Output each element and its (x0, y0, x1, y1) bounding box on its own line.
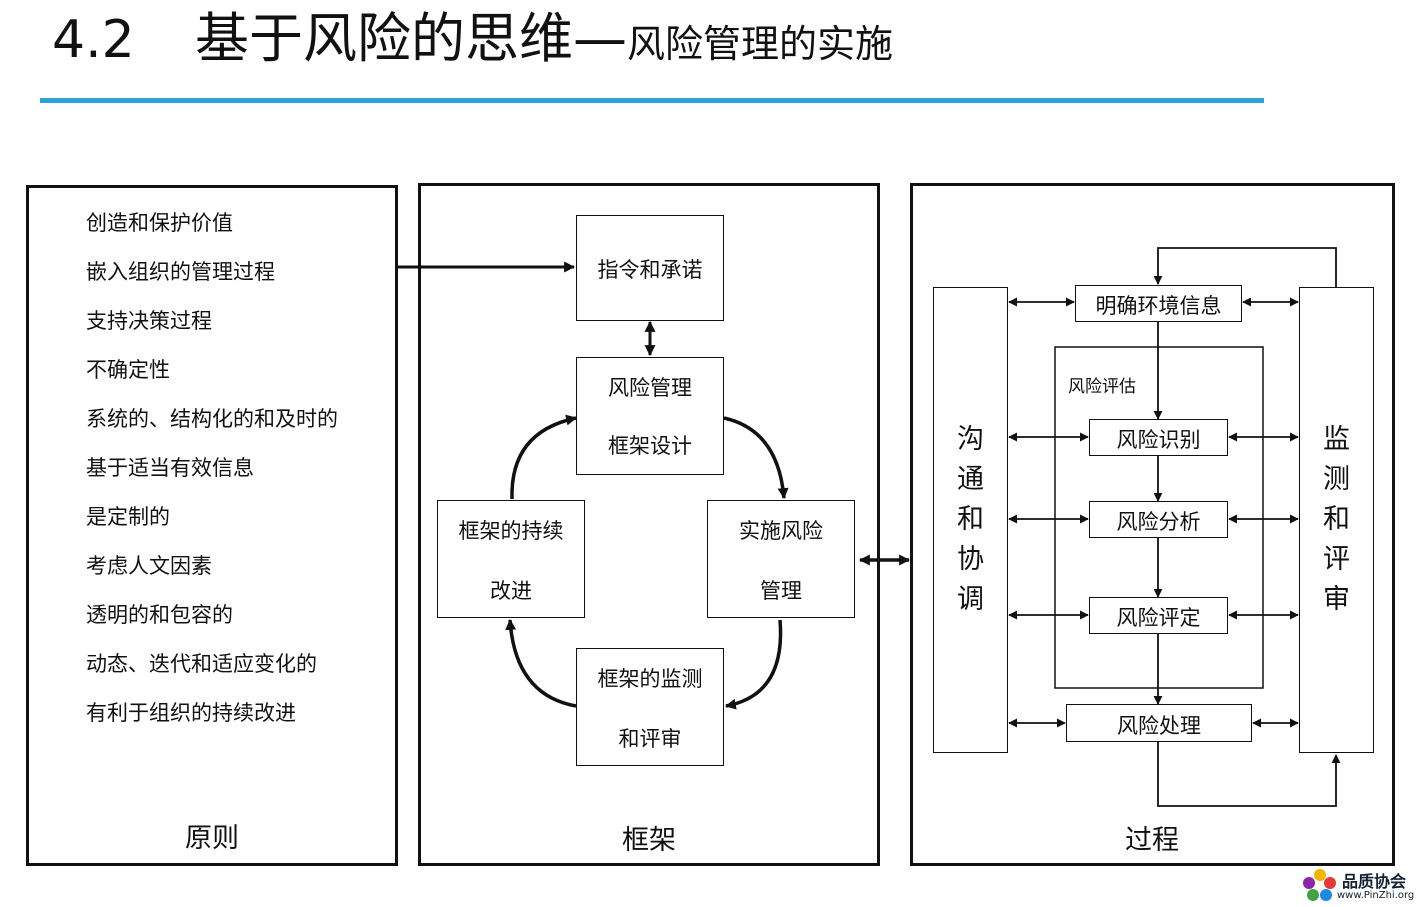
arrow-treat-to-monitor (1157, 742, 1341, 807)
evaluate-box: 风险评定 (1089, 597, 1228, 634)
command-text: 指令和承诺 (597, 258, 703, 282)
design-text-line1: 风险管理 (608, 376, 692, 400)
implement-box: 实施风险 管理 (707, 500, 855, 618)
arrow-improve-to-design (510, 414, 578, 500)
principle-item: 不确定性 (86, 358, 170, 382)
context-text: 明确环境信息 (1095, 294, 1222, 318)
principles-list: 创造和保护价值 嵌入组织的管理过程 支持决策过程 不确定性 系统的、结构化的和及… (86, 204, 338, 743)
principle-item: 有利于组织的持续改进 (86, 701, 296, 725)
arrow-implement-to-monitor (724, 619, 783, 710)
principles-label: 原则 (185, 823, 239, 854)
framework-label: 框架 (622, 825, 676, 856)
principle-item: 考虑人文因素 (86, 554, 212, 578)
arrow-monitor-to-context (1153, 247, 1337, 288)
title-underline (40, 98, 1264, 103)
monitor-review-box: 框架的监测 和评审 (576, 648, 724, 766)
arrow-design-to-implement (723, 416, 789, 500)
principle-item: 动态、迭代和适应变化的 (86, 652, 317, 676)
communicate-consult-box: 沟 通 和 协 调 (933, 287, 1008, 753)
monitor-review-text-line2: 和评审 (618, 727, 682, 751)
evaluate-text: 风险评定 (1116, 606, 1201, 630)
principles-panel (26, 185, 398, 866)
process-label: 过程 (1125, 825, 1179, 856)
flower-logo-icon (1303, 869, 1336, 901)
command-box: 指令和承诺 (576, 215, 724, 321)
principle-item: 透明的和包容的 (86, 603, 233, 627)
slide-title: 4.2 基于风险的思维—风险管理的实施 (0, 0, 1425, 110)
pinzhi-logo: 品质协会 www.PinZhi.org (1300, 866, 1420, 904)
title-dash: — (573, 7, 627, 70)
improve-text-line2: 改进 (490, 579, 532, 603)
arrow-monitor-to-improve (505, 618, 577, 708)
identify-text: 风险识别 (1116, 428, 1201, 452)
framework-panel (418, 183, 880, 866)
context-box: 明确环境信息 (1075, 285, 1242, 322)
identify-box: 风险识别 (1089, 419, 1228, 456)
principle-item: 嵌入组织的管理过程 (86, 260, 275, 284)
treat-box: 风险处理 (1066, 704, 1252, 742)
principle-item: 基于适当有效信息 (86, 456, 254, 480)
principle-item: 支持决策过程 (86, 309, 212, 333)
process-panel (910, 183, 1395, 866)
assessment-label: 风险评估 (1068, 377, 1136, 397)
title-text: 基于风险的思维—风险管理的实施 (195, 6, 893, 77)
design-text-line2: 框架设计 (608, 434, 692, 458)
principle-item: 是定制的 (86, 505, 170, 529)
treat-text: 风险处理 (1117, 714, 1201, 738)
improve-text-line1: 框架的持续 (458, 519, 564, 543)
monitor-review-process-box: 监 测 和 评 审 (1299, 287, 1374, 753)
analyze-text: 风险分析 (1116, 510, 1201, 534)
logo-url: www.PinZhi.org (1337, 890, 1415, 901)
communicate-consult-text: 沟 通 和 协 调 (957, 424, 984, 615)
title-main: 基于风险的思维 (195, 7, 573, 70)
principle-item: 创造和保护价值 (86, 211, 233, 235)
monitor-review-process-text: 监 测 和 评 审 (1323, 424, 1350, 615)
implement-text-line2: 管理 (760, 579, 802, 603)
section-number: 4.2 (52, 10, 135, 70)
title-sub: 风险管理的实施 (627, 22, 894, 66)
principle-item: 系统的、结构化的和及时的 (86, 407, 338, 431)
logo-name: 品质协会 (1342, 872, 1407, 891)
analyze-box: 风险分析 (1089, 501, 1228, 538)
assessment-group-frame (1054, 346, 1264, 689)
design-box: 风险管理 框架设计 (576, 357, 724, 475)
implement-text-line1: 实施风险 (739, 519, 823, 543)
improve-box: 框架的持续 改进 (437, 500, 585, 618)
monitor-review-text-line1: 框架的监测 (597, 667, 703, 691)
